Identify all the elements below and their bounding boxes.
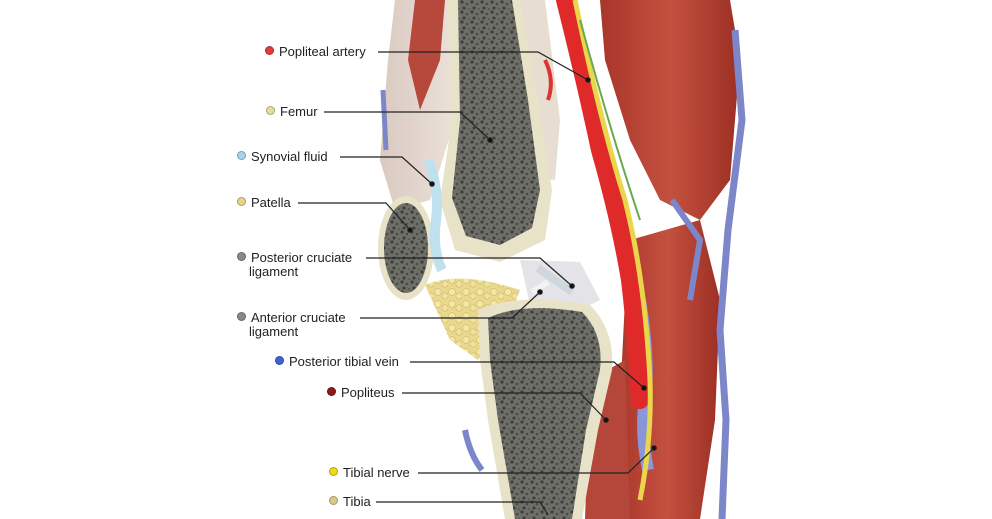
- popliteal-artery-shape: [556, 0, 649, 409]
- saphenous-vein: [462, 429, 485, 472]
- label-popliteus: Popliteus: [327, 386, 394, 400]
- femur-text: Femur: [280, 104, 318, 119]
- patella-text: Patella: [251, 195, 291, 210]
- genicular-artery: [543, 59, 553, 101]
- popliteus-text: Popliteus: [341, 385, 395, 400]
- superficial-vein: [380, 89, 389, 151]
- leader-dot-popliteus: [603, 417, 609, 423]
- anterior-cruciate-ligament-text-2: ligament: [249, 324, 299, 339]
- patella-spongy-bone: [384, 203, 428, 293]
- leader-synovial-fluid: [340, 156, 433, 185]
- label-femur: Femur: [266, 105, 318, 119]
- tibial-nerve-shape: [572, 0, 653, 501]
- leader-dot-synovial-fluid: [429, 181, 435, 187]
- popliteal-vein: [669, 198, 704, 301]
- leader-tibia: [376, 501, 549, 516]
- leader-anterior-cruciate-ligament: [360, 291, 541, 319]
- popliteus-dot: [327, 387, 336, 396]
- label-synovial-fluid: Synovial fluid: [237, 150, 328, 164]
- anterior-cruciate-ligament-text-1: Anterior cruciate: [251, 310, 346, 325]
- tibial-nerve-dot: [329, 467, 338, 476]
- leader-dot-posterior-cruciate-ligament: [569, 283, 575, 289]
- anterior-cruciate-ligament-shape: [530, 279, 550, 295]
- label-anterior-cruciate-ligament: Anterior cruciate ligament: [237, 311, 346, 339]
- label-tibial-nerve: Tibial nerve: [329, 466, 410, 480]
- leader-dot-popliteal-artery: [585, 77, 591, 83]
- leader-posterior-cruciate-ligament: [366, 257, 573, 287]
- leader-dot-anterior-cruciate-ligament: [537, 289, 543, 295]
- tibia-dot: [329, 496, 338, 505]
- posterior-cruciate-ligament-text-1: Posterior cruciate: [251, 250, 353, 265]
- femur-dot: [266, 106, 275, 115]
- leader-lines: [298, 51, 657, 516]
- label-posterior-tibial-vein: Posterior tibial vein: [275, 355, 399, 369]
- leader-patella: [298, 202, 411, 231]
- tibial-nerve-text: Tibial nerve: [343, 465, 410, 480]
- posterior-cruciate-ligament-dot: [237, 252, 246, 261]
- label-tibia: Tibia: [329, 495, 371, 509]
- posterior-cruciate-ligament-text-2: ligament: [249, 264, 299, 279]
- leader-popliteus: [402, 392, 607, 421]
- patella-dot: [237, 197, 246, 206]
- synovial-fluid-text: Synovial fluid: [251, 149, 328, 164]
- leader-femur: [324, 111, 491, 141]
- leader-dot-patella: [407, 227, 413, 233]
- leader-tibial-nerve: [418, 447, 655, 474]
- femur-spongy-bone: [452, 0, 540, 245]
- leader-posterior-tibial-vein: [410, 361, 645, 389]
- hamstring-muscle: [600, 0, 740, 220]
- posterior-cruciate-ligament-shape: [535, 264, 575, 296]
- quadriceps-muscle: [408, 0, 445, 110]
- label-patella: Patella: [237, 196, 291, 210]
- label-posterior-cruciate-ligament: Posterior cruciate ligament: [237, 251, 352, 279]
- tibia-spongy-bone: [488, 308, 601, 519]
- anterior-cruciate-ligament-dot: [237, 312, 246, 321]
- popliteal-artery-text: Popliteal artery: [279, 44, 366, 59]
- synovial-fluid-dot: [237, 151, 246, 160]
- leader-popliteal-artery: [378, 51, 589, 81]
- posterior-tibial-vein-text: Posterior tibial vein: [289, 354, 399, 369]
- small-saphenous-vein: [716, 29, 746, 519]
- popliteal-artery-dot: [265, 46, 274, 55]
- leader-dot-posterior-tibial-vein: [641, 385, 647, 391]
- leader-dot-tibial-nerve: [651, 445, 657, 451]
- posterior-tibial-vein-dot: [275, 356, 284, 365]
- nerve-branch: [579, 19, 641, 221]
- tibia-text: Tibia: [343, 494, 371, 509]
- label-popliteal-artery: Popliteal artery: [265, 45, 366, 59]
- leader-dot-femur: [487, 137, 493, 143]
